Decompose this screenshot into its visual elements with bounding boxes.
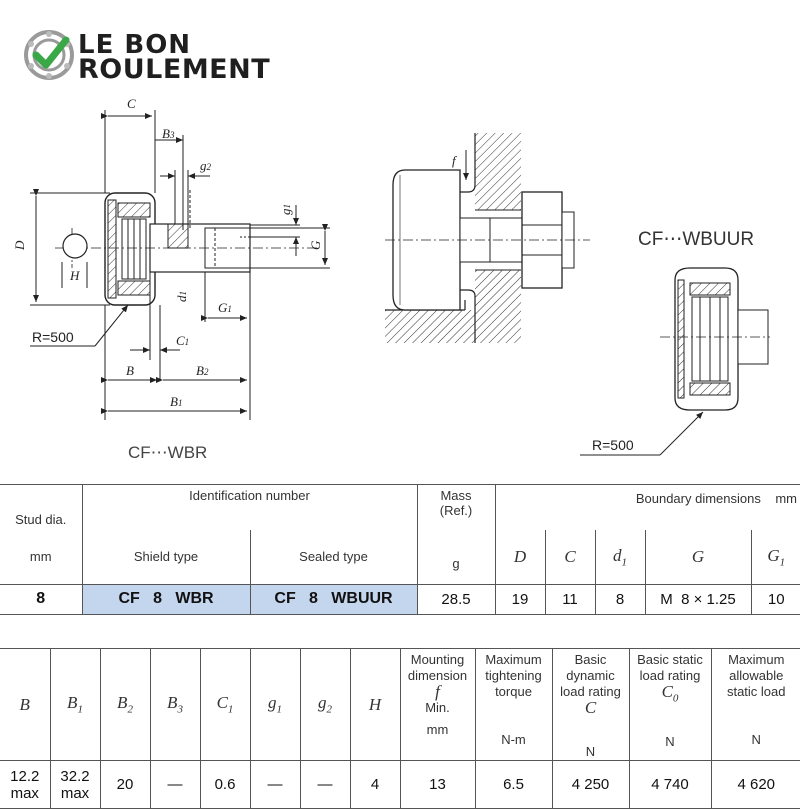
cell-sealed-type: CF 8 WBUUR — [249, 583, 418, 616]
radius-label-left: R=500 — [32, 329, 74, 345]
dim-f: f — [452, 153, 458, 168]
dim-b2: B2 — [196, 363, 209, 378]
cell-c1: 0.6 — [199, 760, 251, 809]
table-row: 8 CF 8 WBR CF 8 WBUUR 28.5 19 11 8 M 8 ×… — [0, 583, 800, 616]
cell-b3: — — [149, 760, 201, 809]
header-dynamic-load-rating: Basic dynamic load rating C N — [551, 648, 630, 761]
dim-d1: d1 — [174, 291, 189, 302]
dim-c: C — [127, 96, 136, 111]
header-d1: d1 — [594, 529, 646, 585]
header-c: C — [544, 529, 596, 585]
cell-dynamic-load: 4 250 — [551, 760, 630, 809]
cell-g2: — — [299, 760, 351, 809]
logo-line1: LE BON — [78, 30, 192, 60]
cell-c: 11 — [544, 583, 596, 616]
cf-wbr-drawing: C B3 g2 g1 D G H d1 G1 C1 B B2 B1 R=500 — [12, 96, 330, 420]
header-static-load-rating: Basic static load rating C0 N — [628, 648, 712, 761]
technical-drawing: C B3 g2 g1 D G H d1 G1 C1 B B2 B1 R=500 — [12, 96, 770, 456]
header-g: G — [644, 529, 752, 585]
cell-mass: 28.5 — [416, 583, 496, 616]
cell-g1: 10 — [750, 583, 800, 616]
dim-c1: C1 — [176, 333, 189, 348]
cell-shield-type: CF 8 WBR — [81, 583, 251, 616]
header-identification-number: Identification number — [81, 483, 418, 530]
spec-table-secondary: B B1 B2 B3 C1 g1 g2 H Mounting dimension… — [0, 648, 800, 809]
header-shield-type: Shield type — [81, 529, 251, 585]
cell-static-load: 4 740 — [628, 760, 712, 809]
cell-mounting-f: 13 — [399, 760, 476, 809]
dim-g: G — [308, 240, 323, 250]
dim-b3: B3 — [162, 126, 175, 141]
caption-cf-wbr: CF⋯WBR — [128, 443, 208, 462]
header-sealed-type: Sealed type — [249, 529, 418, 585]
cell-torque: 6.5 — [474, 760, 553, 809]
cell-max-static-load: 4 620 — [710, 760, 800, 809]
logo-line2: ROULEMENT — [78, 54, 271, 85]
header-c1: C1 — [199, 648, 251, 761]
dim-g1: g1 — [278, 204, 293, 215]
header-b3: B3 — [149, 648, 201, 761]
cf-wbuur-drawing: R=500 — [580, 267, 770, 456]
header-mounting-dimension: Mounting dimension f Min. mm — [399, 648, 476, 761]
dim-g-1: G1 — [218, 300, 232, 315]
cell-g1: — — [249, 760, 301, 809]
header-b: B — [0, 648, 51, 761]
header-b1: B1 — [49, 648, 101, 761]
dim-b: B — [126, 363, 134, 378]
header-tightening-torque: Maximum tightening torque N-m — [474, 648, 553, 761]
dim-d: D — [12, 240, 27, 251]
dim-h: H — [69, 268, 80, 283]
header-g1: g1 — [249, 648, 301, 761]
cell-d1: 8 — [594, 583, 646, 616]
header-b2: B2 — [99, 648, 151, 761]
mounting-drawing: f — [385, 133, 590, 343]
header-mass: Mass (Ref.) g — [416, 484, 496, 585]
header-max-static-load: Maximum allowable static load N — [710, 648, 800, 761]
cell-b2: 20 — [99, 760, 151, 809]
cell-stud-dia: 8 — [0, 583, 83, 616]
spec-table-main: Stud dia. mm Identification number Mass … — [0, 483, 800, 616]
header-stud-dia: Stud dia. mm — [0, 484, 83, 585]
header-g2: g2 — [299, 648, 351, 761]
cell-g: M 8 × 1.25 — [644, 583, 752, 616]
header-d: D — [494, 529, 546, 585]
header-g1: G1 — [750, 529, 800, 585]
header-boundary-dimensions: Boundary dimensions mm — [494, 483, 800, 530]
dim-g2: g2 — [200, 158, 212, 173]
bearing-check-icon — [24, 30, 74, 80]
dim-b1: B1 — [170, 394, 182, 409]
brand-logo: LE BON ROULEMENT — [22, 26, 302, 86]
caption-cf-wbuur: CF⋯WBUUR — [638, 229, 755, 250]
radius-label-right: R=500 — [592, 437, 634, 453]
header-h: H — [349, 648, 401, 761]
cell-h: 4 — [349, 760, 401, 809]
cell-d: 19 — [494, 583, 546, 616]
